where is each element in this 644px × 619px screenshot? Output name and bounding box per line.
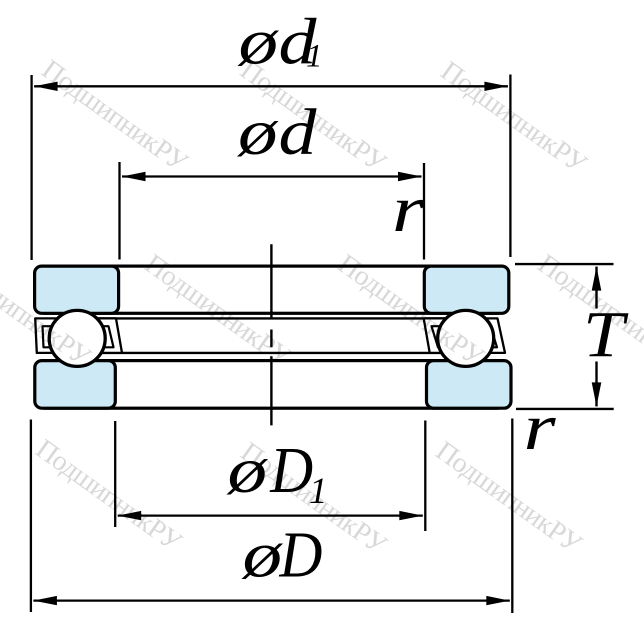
svg-text:1: 1 [309, 471, 328, 512]
svg-text:r: r [524, 391, 557, 464]
svg-text:r: r [392, 173, 425, 246]
svg-text:ø: ø [226, 433, 268, 506]
svg-text:D: D [279, 517, 323, 591]
svg-text:ø: ø [241, 517, 283, 590]
svg-text:D: D [269, 433, 313, 507]
svg-text:ø: ø [237, 5, 279, 78]
svg-text:d: d [279, 6, 317, 78]
svg-text:T: T [583, 299, 629, 372]
svg-text:ø: ø [237, 95, 279, 168]
svg-text:d: d [279, 96, 317, 168]
svg-text:1: 1 [306, 39, 323, 75]
